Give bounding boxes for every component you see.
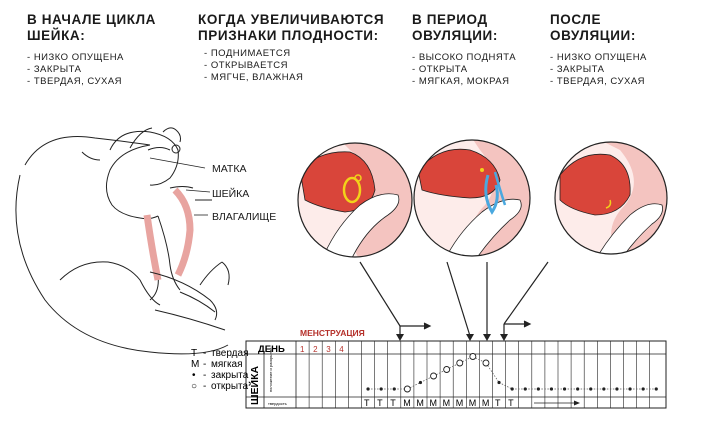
list-item: ПОДНИМАЕТСЯ xyxy=(204,48,384,60)
cervix-closed-mark xyxy=(628,387,632,391)
cervix-open-mark xyxy=(456,359,464,367)
cervix-trend-line xyxy=(498,382,513,390)
list-item: ВЫСОКО ПОДНЯТА xyxy=(412,52,516,64)
column-heading: КОГДА УВЕЛИЧИВАЮТСЯ ПРИЗНАКИ ПЛОДНОСТИ: xyxy=(198,12,385,43)
firmness-mark: М xyxy=(456,398,464,408)
list-item: МЯГЧЕ, ВЛАЖНАЯ xyxy=(204,72,384,84)
list-item: ТВЕРДАЯ, СУХАЯ xyxy=(550,76,647,88)
cervix-closed-mark xyxy=(654,387,658,391)
cervix-open-mark xyxy=(403,385,411,393)
cervix-closed-mark xyxy=(523,387,527,391)
column-list: НИЗКО ОПУЩЕНА ЗАКРЫТА ТВЕРДАЯ, СУХАЯ xyxy=(27,52,156,88)
legend-symbol: • xyxy=(192,370,196,381)
cervix-closeup-post xyxy=(554,141,668,255)
cervix-closed-mark xyxy=(392,387,396,391)
list-item: ЗАКРЫТА xyxy=(27,64,156,76)
list-item: ОТКРЫТА xyxy=(412,64,516,76)
label-vagina: ВЛАГАЛИЩЕ xyxy=(212,211,276,223)
firmness-mark: Т xyxy=(508,398,514,408)
list-item: МЯГКАЯ, МОКРАЯ xyxy=(412,76,516,88)
svg-text:-: - xyxy=(203,370,206,381)
column-heading: В НАЧАЛЕ ЦИКЛА ШЕЙКА: xyxy=(27,12,157,43)
column-list: ВЫСОКО ПОДНЯТА ОТКРЫТА МЯГКАЯ, МОКРАЯ xyxy=(412,52,516,88)
column-heading: В ПЕРИОД ОВУЛЯЦИИ: xyxy=(412,12,498,43)
legend-text: мягкая xyxy=(211,359,243,370)
day-label: ДЕНЬ xyxy=(258,344,285,355)
firmness-mark: М xyxy=(469,398,477,408)
firmness-mark: Т xyxy=(495,398,501,408)
day-number: 4 xyxy=(339,345,344,354)
cervix-trend-line xyxy=(407,382,421,390)
column-ovulation: В ПЕРИОД ОВУЛЯЦИИ: ВЫСОКО ПОДНЯТА ОТКРЫТ… xyxy=(412,12,516,88)
cervix-closed-mark xyxy=(641,387,645,391)
firmness-mark: М xyxy=(403,398,411,408)
cervix-closeup-ovulation xyxy=(413,139,531,257)
list-item: НИЗКО ОПУЩЕНА xyxy=(550,52,647,64)
cervix-open-mark xyxy=(469,353,477,360)
cervix-closed-mark xyxy=(576,387,580,391)
firmness-mark: Т xyxy=(390,398,396,408)
cervix-open-mark xyxy=(430,372,437,380)
svg-text:-: - xyxy=(203,348,206,359)
cervix-closed-mark xyxy=(379,387,383,391)
firmness-mark: М xyxy=(482,398,490,408)
day-number: 3 xyxy=(326,345,331,354)
svg-text:-: - xyxy=(203,359,206,370)
legend-text: закрыта xyxy=(211,370,249,381)
legend: Т - твердая М - мягкая • - закрыта ○ - о… xyxy=(191,348,249,392)
cervix-closed-mark xyxy=(602,387,606,391)
column-list: ПОДНИМАЕТСЯ ОТКРЫВАЕТСЯ МЯГЧЕ, ВЛАЖНАЯ xyxy=(204,48,384,84)
anatomy-illustration xyxy=(15,127,230,355)
cervix-closed-mark xyxy=(418,380,423,385)
column-fertility-rising: КОГДА УВЕЛИЧИВАЮТСЯ ПРИЗНАКИ ПЛОДНОСТИ: … xyxy=(198,12,384,84)
list-item: ТВЕРДАЯ, СУХАЯ xyxy=(27,76,156,88)
menstruation-label: МЕНСТРУАЦИЯ xyxy=(300,328,365,338)
cervix-closed-mark xyxy=(366,387,370,391)
pointer-arrows xyxy=(359,261,549,337)
legend-text: открыта xyxy=(211,381,249,392)
column-heading: ПОСЛЕ ОВУЛЯЦИИ: xyxy=(550,12,636,43)
continuation-arrowhead xyxy=(574,400,580,406)
day-number: 2 xyxy=(313,345,318,354)
svg-text:-: - xyxy=(203,381,206,392)
firmness-mark: Т xyxy=(377,398,383,408)
firmness-sublabel: твердость xyxy=(268,401,287,406)
cervix-closed-mark xyxy=(536,387,540,391)
cervix-closed-mark xyxy=(510,387,514,391)
cervix-closed-mark xyxy=(549,387,554,391)
cervix-closed-mark xyxy=(497,380,501,385)
column-list: НИЗКО ОПУЩЕНА ЗАКРЫТА ТВЕРДАЯ, СУХАЯ xyxy=(550,52,647,88)
legend-symbol: ○ xyxy=(191,381,197,392)
legend-symbol: М xyxy=(191,359,199,370)
list-item: ОТКРЫВАЕТСЯ xyxy=(204,60,384,72)
cervix-open-mark xyxy=(443,366,451,373)
position-sublabel: положение и раскрытие xyxy=(268,347,273,392)
label-uterus: МАТКА xyxy=(212,163,246,175)
cervix-chart: МЕНСТРУАЦИЯ ДЕНЬ ШЕЙКА положение и раскр… xyxy=(245,328,667,409)
cervix-closed-mark xyxy=(615,387,619,391)
cervix-closed-mark xyxy=(562,387,567,391)
legend-symbol: Т xyxy=(191,348,197,359)
column-early-cycle: В НАЧАЛЕ ЦИКЛА ШЕЙКА: НИЗКО ОПУЩЕНА ЗАКР… xyxy=(27,12,156,88)
firmness-mark: М xyxy=(443,398,451,408)
firmness-mark: М xyxy=(430,398,438,408)
cervix-open-mark xyxy=(482,359,490,367)
cervix-trend-line xyxy=(485,362,500,383)
firmness-mark: Т xyxy=(364,398,370,408)
firmness-mark: М xyxy=(416,398,424,408)
cervix-closed-mark xyxy=(589,387,593,391)
list-item: ЗАКРЫТА xyxy=(550,64,647,76)
label-cervix: ШЕЙКА xyxy=(212,187,249,200)
column-post-ovulation: ПОСЛЕ ОВУЛЯЦИИ: НИЗКО ОПУЩЕНА ЗАКРЫТА ТВ… xyxy=(550,12,647,88)
legend-text: твердая xyxy=(211,348,249,359)
cervix-side-label: ШЕЙКА xyxy=(248,365,261,405)
cervix-closeup-rising xyxy=(297,142,413,258)
list-item: НИЗКО ОПУЩЕНА xyxy=(27,52,156,64)
day-number: 1 xyxy=(300,345,305,354)
